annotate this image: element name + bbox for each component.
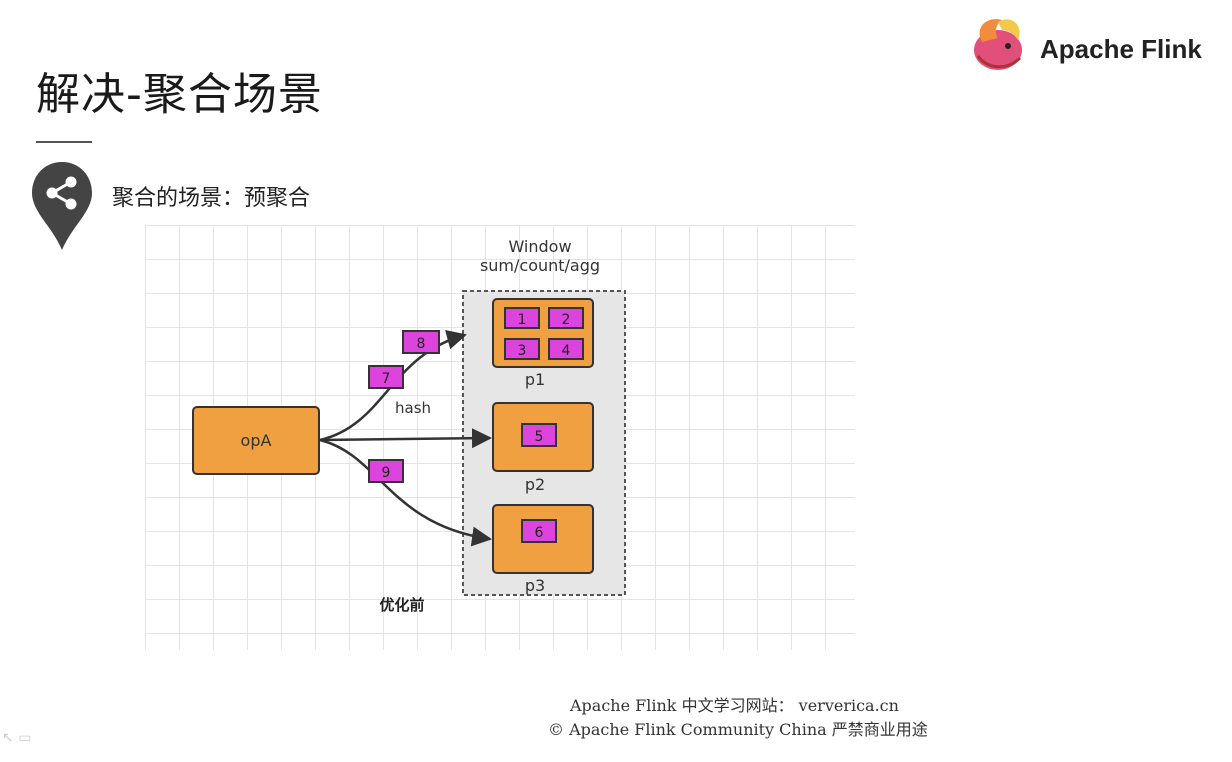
page-title: 解决-聚合场景 [36, 69, 323, 120]
share-icon [46, 176, 77, 210]
aggregation-diagram: Window sum/count/agg hash opA 8 7 9 [145, 225, 855, 650]
slide-nav-icons[interactable]: ↖ ▭ [2, 730, 31, 746]
record-in-flight: 7 [368, 365, 404, 389]
diagram-caption: 优化前 [379, 596, 424, 614]
edge-to-p1 [319, 329, 467, 442]
window-label-line1: Window [508, 237, 571, 256]
svg-text:9: 9 [382, 465, 391, 481]
pointer-icon[interactable]: ↖ [2, 730, 14, 746]
partition-p2-label: p2 [525, 475, 545, 494]
notes-icon[interactable]: ▭ [18, 730, 32, 746]
record: 2 [548, 307, 584, 329]
record: 5 [521, 423, 557, 447]
window-label-line2: sum/count/agg [480, 256, 600, 275]
footer: Apache Flink 中文学习网站： ververica.cn © Apac… [548, 694, 928, 742]
record: 4 [548, 338, 584, 360]
edge-to-p3 [319, 438, 492, 547]
record-in-flight: 9 [368, 459, 404, 483]
title-divider [36, 141, 92, 143]
svg-text:1: 1 [518, 312, 527, 328]
record: 6 [521, 519, 557, 543]
operator-opA [192, 406, 320, 475]
partition-p1-label: p1 [525, 370, 545, 389]
footer-line2: © Apache Flink Community China 严禁商业用途 [548, 720, 928, 739]
svg-text:3: 3 [518, 343, 527, 359]
record: 1 [504, 307, 540, 329]
section-subtitle: 聚合的场景：预聚合 [112, 186, 311, 211]
svg-text:2: 2 [562, 312, 571, 328]
operator-opA-label: opA [241, 431, 272, 450]
record: 3 [504, 338, 540, 360]
apache-flink-logo: Apache Flink [968, 12, 1218, 82]
partition-p3-label: p3 [525, 576, 545, 595]
svg-text:6: 6 [535, 525, 544, 541]
logo-text: Apache Flink [1040, 34, 1202, 64]
share-pin-icon [32, 162, 92, 250]
svg-text:4: 4 [562, 343, 571, 359]
diagram-canvas: Window sum/count/agg hash opA 8 7 9 [192, 237, 626, 614]
footer-line1: Apache Flink 中文学习网站： ververica.cn [570, 696, 899, 715]
svg-text:5: 5 [535, 429, 544, 445]
flink-squirrel-icon [974, 19, 1022, 70]
svg-text:8: 8 [417, 336, 426, 352]
record-in-flight: 8 [402, 330, 440, 354]
edge-label-hash: hash [395, 399, 431, 417]
edge-to-p2 [319, 428, 492, 449]
svg-text:7: 7 [382, 371, 391, 387]
